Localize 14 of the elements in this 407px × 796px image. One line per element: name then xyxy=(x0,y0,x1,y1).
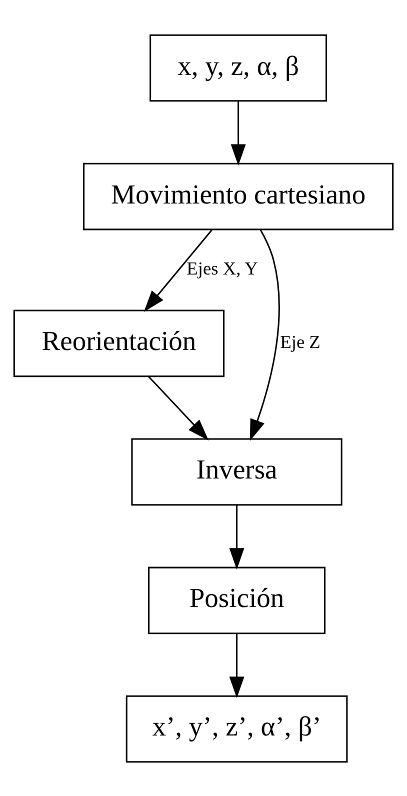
arrow xyxy=(230,100,246,166)
arrow xyxy=(250,228,280,440)
arrow xyxy=(229,633,244,698)
edge-label: Ejes X, Y xyxy=(186,258,258,278)
edge-label: Eje Z xyxy=(280,332,320,352)
node-box: Inversa xyxy=(131,438,342,506)
arrow xyxy=(229,504,244,570)
arrow xyxy=(144,229,212,312)
arrow xyxy=(148,376,209,440)
node-box: Posición xyxy=(148,566,326,634)
node-box: Movimiento cartesiano xyxy=(83,162,394,230)
node-box: x’, y’, z’, α’, β’ xyxy=(126,694,348,762)
node-box: Reorientación xyxy=(13,309,225,377)
node-box: x, y, z, α, β xyxy=(150,34,328,102)
